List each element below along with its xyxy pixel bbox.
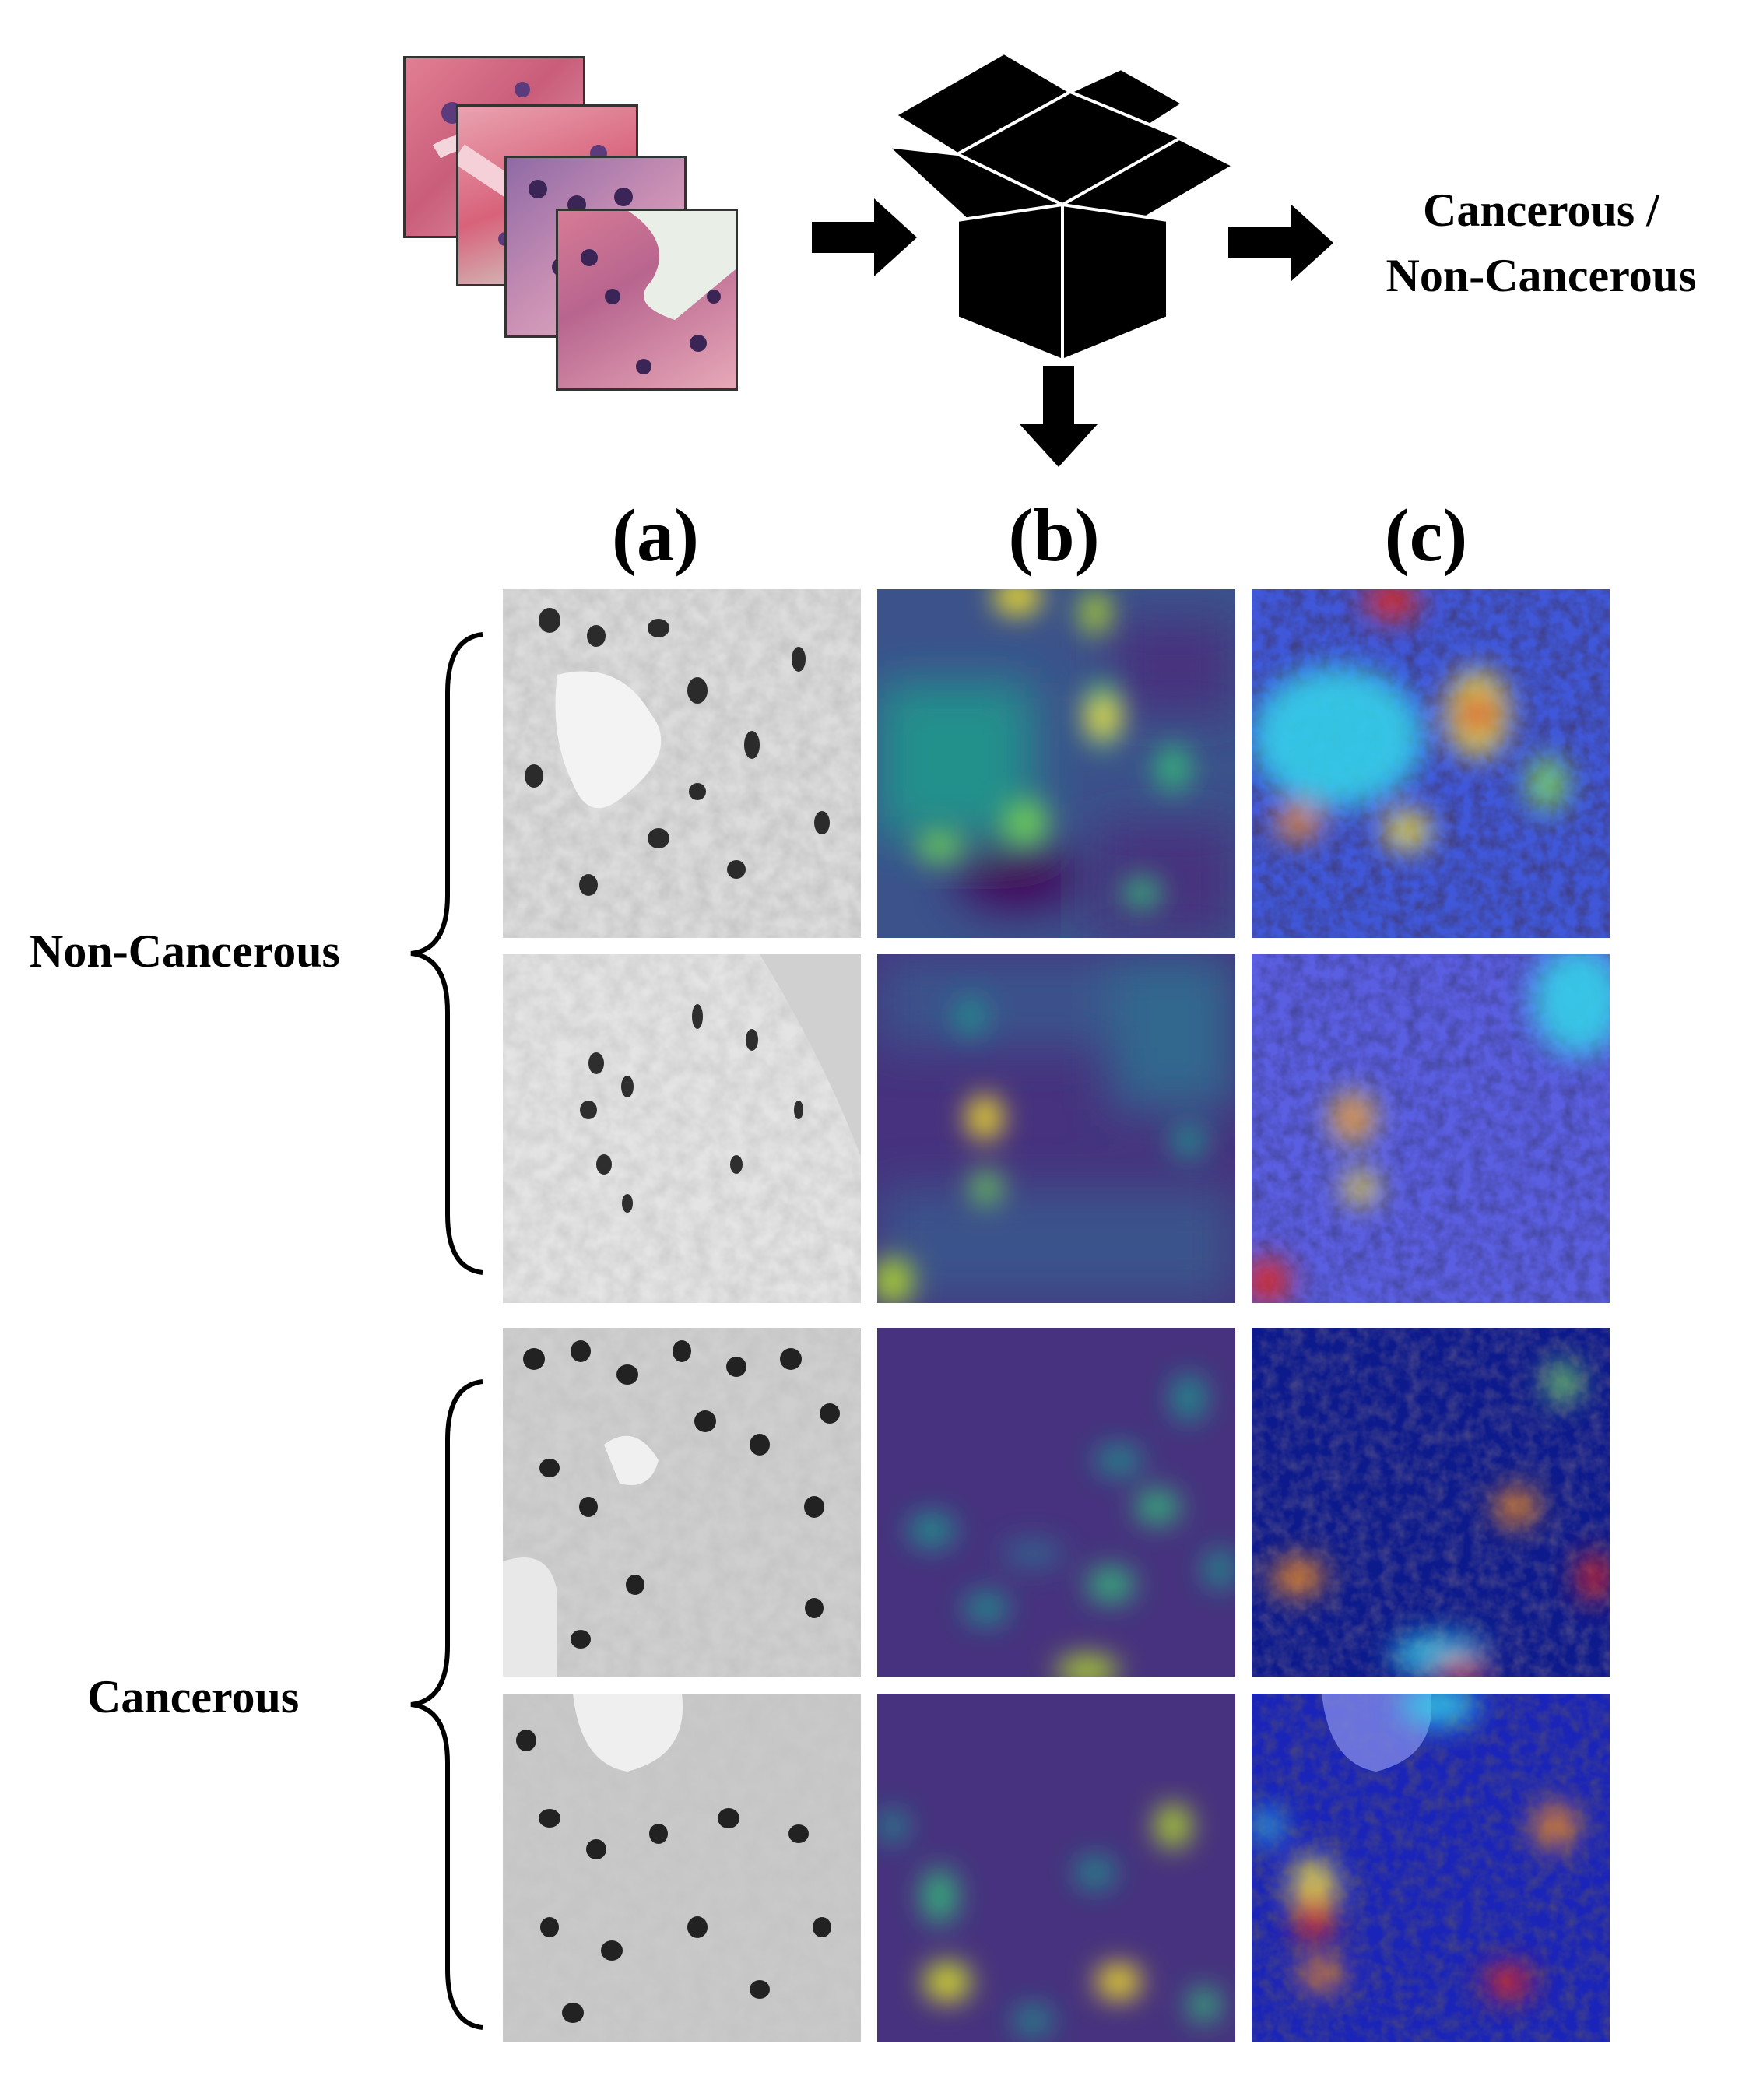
histology-icon	[581, 211, 736, 374]
column-label-c: (c)	[1384, 493, 1468, 577]
panel-b-row4	[877, 1694, 1235, 2042]
panel-b-row2	[877, 954, 1235, 1303]
brace-cancerous	[410, 1379, 483, 2030]
arrow-icon	[812, 198, 917, 276]
output-label-line2: Non-Cancerous	[1386, 250, 1697, 301]
output-label-line1: Cancerous /	[1423, 184, 1659, 236]
black-box-icon	[887, 51, 1238, 363]
slide-4	[556, 209, 738, 391]
arrow-icon	[1228, 204, 1333, 282]
column-label-a: (a)	[612, 493, 699, 577]
arrow-down-icon	[1020, 366, 1098, 467]
panel-b-row3	[877, 1328, 1235, 1677]
output-label: Cancerous / Non-Cancerous	[1354, 177, 1728, 308]
group-label-cancerous: Cancerous	[87, 1671, 300, 1722]
column-label-b: (b)	[1008, 493, 1100, 577]
panel-c-row1	[1252, 589, 1610, 938]
panel-c-row2	[1252, 954, 1610, 1303]
panel-a-row2	[503, 954, 861, 1303]
panel-c-row4	[1252, 1694, 1610, 2042]
input-slide-stack	[403, 56, 753, 406]
panel-c-row3	[1252, 1328, 1610, 1677]
brace-non-cancerous	[410, 632, 483, 1275]
panel-a-row4	[503, 1694, 861, 2042]
panel-a-row1	[503, 589, 861, 938]
panel-a-row3	[503, 1328, 861, 1677]
panel-b-row1	[877, 589, 1235, 938]
group-label-non-cancerous: Non-Cancerous	[30, 925, 340, 977]
